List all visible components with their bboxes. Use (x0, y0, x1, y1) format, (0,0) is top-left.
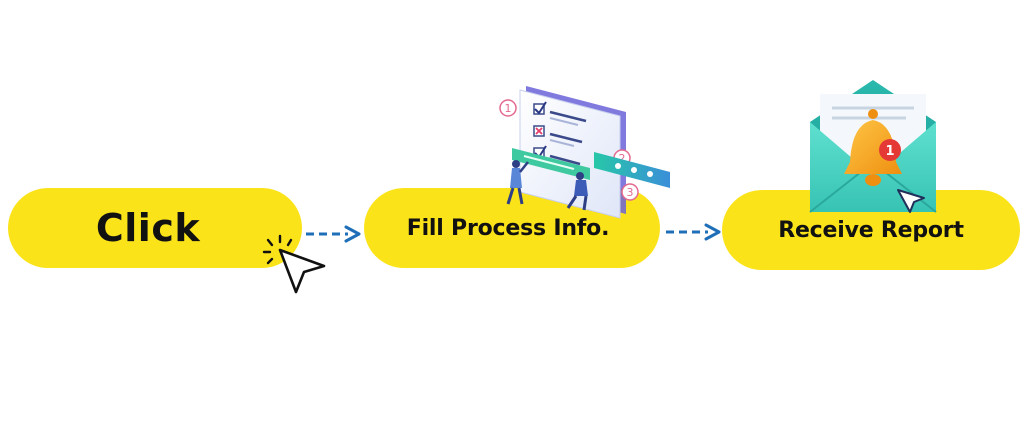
notification-badge-count: 1 (885, 144, 894, 159)
form-checklist-illustration: 1 2 3 (499, 86, 670, 219)
arrow-right-icon (306, 225, 361, 243)
form-step-3: 3 (627, 186, 634, 199)
step-click-pill: Click (8, 188, 302, 268)
step-click-label: Click (95, 206, 201, 250)
step-fill-process-pill: Fill Process Info. (364, 188, 660, 268)
step-receive-report-label: Receive Report (778, 217, 964, 243)
arrow-right-icon (666, 223, 721, 241)
cursor-click-icon (262, 234, 326, 294)
form-step-2: 2 (619, 152, 626, 165)
envelope-bell-notification-icon: 1 (809, 80, 937, 213)
step-receive-report-pill: Receive Report (722, 190, 1020, 270)
step-fill-process-label: Fill Process Info. (406, 215, 610, 241)
form-step-1: 1 (505, 102, 512, 115)
